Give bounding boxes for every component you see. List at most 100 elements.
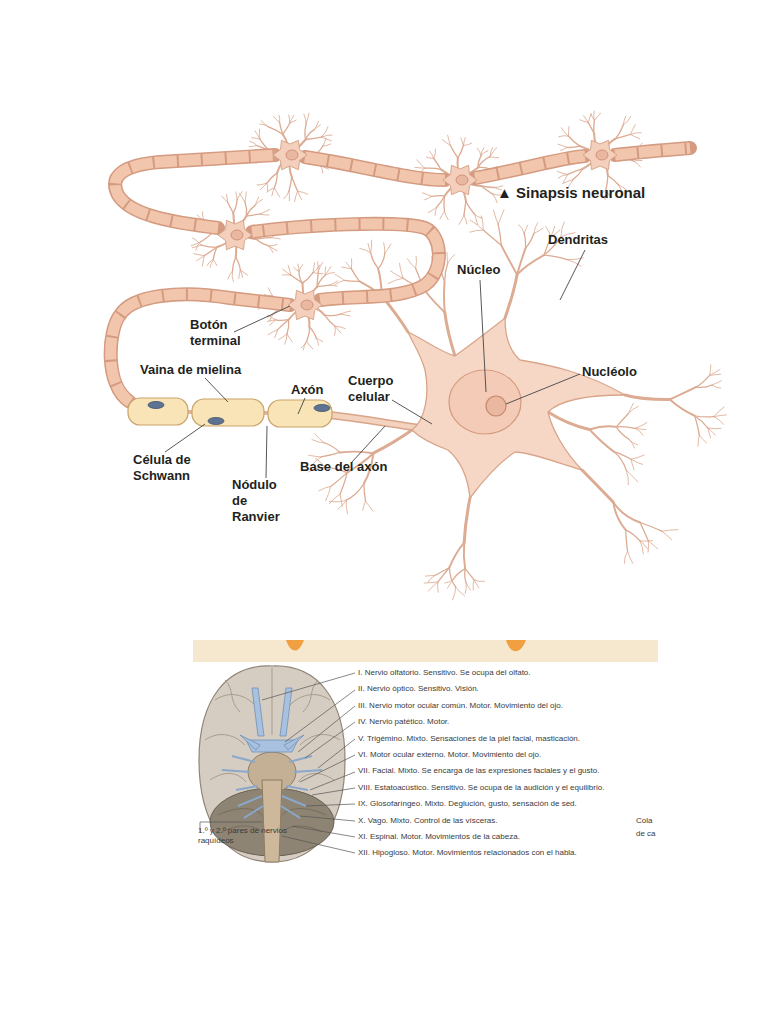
dendrite xyxy=(213,259,216,265)
dendrite xyxy=(236,192,237,200)
myelin-segments xyxy=(111,294,290,402)
panel-header xyxy=(193,640,658,662)
schwann-nucleus xyxy=(148,402,164,409)
dendrite xyxy=(276,319,289,321)
dendrite xyxy=(368,243,371,253)
dendrite xyxy=(340,452,373,454)
dendrite xyxy=(670,399,695,415)
dendrite xyxy=(274,188,279,197)
dendrite xyxy=(364,484,366,502)
dendrite xyxy=(466,201,475,214)
dendrite xyxy=(648,541,650,552)
dendrite xyxy=(454,569,465,579)
dendrite xyxy=(306,137,322,139)
dendrite xyxy=(428,207,436,212)
cranial-nerves xyxy=(240,688,304,752)
dendrite xyxy=(464,498,470,543)
dendrite xyxy=(695,416,700,435)
dendrite xyxy=(498,224,501,245)
dendrite xyxy=(330,285,337,287)
dendrite xyxy=(613,502,625,530)
dendrite xyxy=(330,281,338,285)
dendrite xyxy=(334,326,336,335)
dendrite xyxy=(474,580,484,582)
small-nucleus xyxy=(286,150,298,160)
dendrite xyxy=(294,267,299,271)
dendrite xyxy=(257,239,269,246)
dendrite xyxy=(505,275,517,318)
dendrite xyxy=(631,455,644,459)
dendrite xyxy=(279,115,281,122)
dendrite xyxy=(628,551,633,563)
small-cell-body xyxy=(443,165,477,194)
dendrite xyxy=(614,452,627,471)
myelin-outline xyxy=(615,148,690,155)
dendrite xyxy=(239,270,241,278)
dendrite xyxy=(567,146,580,147)
myelin-segments xyxy=(115,155,275,228)
dendrite xyxy=(371,240,372,253)
myelin-outline xyxy=(252,224,439,300)
nerve-label: I. Nervio olfatorio. Sensitivo. Se ocupa… xyxy=(358,668,531,678)
dendrite xyxy=(317,285,330,286)
myelin-segments xyxy=(475,156,585,178)
part-label: Cuerpo celular xyxy=(348,373,408,405)
dendrite xyxy=(424,582,438,583)
dendrite xyxy=(435,567,450,575)
dendrite xyxy=(207,259,213,265)
dendrite xyxy=(458,145,464,158)
dendrite xyxy=(294,191,297,201)
dendrite xyxy=(613,502,640,522)
dendrite xyxy=(260,210,269,214)
dendrite xyxy=(347,484,364,500)
dendrite xyxy=(710,365,711,375)
dendrite xyxy=(434,149,436,158)
dendrite xyxy=(319,486,331,490)
part-label: Nucléolo xyxy=(582,364,637,380)
dendrite xyxy=(321,452,340,457)
part-label: Dendritas xyxy=(548,232,608,248)
dendrite xyxy=(304,114,306,124)
dendrite xyxy=(631,133,642,135)
dendrite xyxy=(628,403,633,413)
nerve-label: VIII. Estatoacústico. Sensitivo. Se ocup… xyxy=(358,783,604,793)
schwann-nucleus xyxy=(208,418,224,425)
dendrite xyxy=(449,543,464,568)
dendrite xyxy=(346,500,347,514)
dendrite xyxy=(269,246,277,251)
dendrite xyxy=(283,123,290,134)
part-label: Célula de Schwann xyxy=(133,452,203,484)
small-nucleus xyxy=(231,230,243,240)
dendrite xyxy=(714,417,724,425)
dendrite xyxy=(517,255,544,275)
dendrite xyxy=(437,196,445,207)
dendrite xyxy=(616,427,629,439)
dendrite xyxy=(315,434,324,443)
dendrite xyxy=(290,120,297,123)
dendrite xyxy=(631,459,634,469)
dendrite xyxy=(498,210,504,224)
dendrite xyxy=(298,191,302,199)
note-label: 1.º y 2.º pares de nervios raquídeos xyxy=(198,826,288,846)
dendrite xyxy=(558,174,568,178)
dendrite xyxy=(366,501,373,511)
dendrite xyxy=(699,435,706,443)
dendrite xyxy=(260,139,269,150)
dendrite xyxy=(568,169,583,175)
dendrite xyxy=(626,470,628,484)
small-cell-body xyxy=(583,140,617,169)
dendrite xyxy=(335,326,341,333)
dendrite xyxy=(228,202,234,213)
dendrite xyxy=(588,114,591,123)
dendrite xyxy=(335,274,344,280)
small-cell-body xyxy=(273,140,307,169)
myelin-outline xyxy=(115,155,275,228)
dendrite xyxy=(261,120,269,127)
dendrite xyxy=(259,129,260,139)
dendrite xyxy=(464,201,466,215)
dendrite xyxy=(287,334,292,342)
dendrite xyxy=(696,385,712,387)
dendrite xyxy=(340,311,350,314)
dendrite xyxy=(593,111,595,120)
